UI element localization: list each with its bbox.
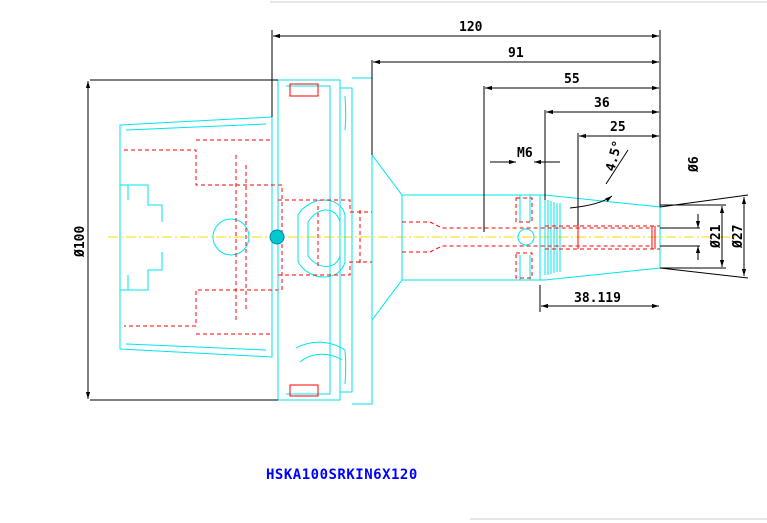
hsk-shank-outline — [119, 116, 273, 358]
dim-120-label: 120 — [459, 20, 483, 35]
dim-91-label: 91 — [508, 46, 524, 61]
bore-hidden — [402, 197, 660, 279]
dim-21-label: Ø21 — [709, 224, 724, 249]
dim-25-label: 25 — [610, 120, 626, 135]
dim-55-label: 55 — [564, 72, 580, 87]
taper-body-outline — [371, 154, 661, 321]
dim-100-label: Ø100 — [73, 226, 88, 258]
dim-bore-label: Ø6 — [687, 156, 702, 173]
bore-circle — [517, 228, 535, 246]
dim-m6-label: M6 — [517, 146, 533, 161]
dim-36-label: 36 — [594, 96, 610, 111]
dim-angle-label: 4.5° — [603, 139, 626, 173]
dimension-lines — [85, 30, 749, 401]
datum-marker — [269, 229, 285, 245]
dim-taper-length-label: 38.119 — [574, 291, 621, 306]
flange-hidden — [278, 199, 372, 276]
dim-27-label: Ø27 — [731, 225, 746, 249]
flange-outline — [277, 77, 373, 405]
part-number-title: HSKA100SRKIN6X120 — [266, 467, 418, 483]
